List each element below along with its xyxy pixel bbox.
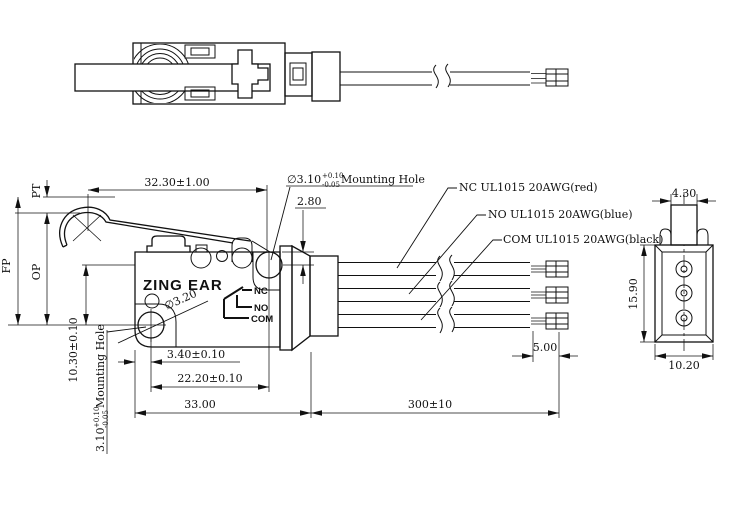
dim-end-height: 15.90	[627, 278, 640, 310]
leader-nc	[396, 187, 457, 269]
terminal-rivets-end	[675, 260, 693, 327]
dim-lever-length: 32.30±1.00	[144, 176, 209, 189]
switch-body-front	[134, 251, 281, 348]
plunger-front	[146, 235, 191, 253]
logo-dot	[144, 293, 160, 309]
wire-nc	[338, 254, 569, 282]
wire-no	[338, 280, 569, 308]
circuit-nc-label: NC	[254, 286, 268, 297]
dim-bottom-hole-label: Mounting Hole	[94, 324, 107, 408]
lever-hinge	[231, 237, 253, 262]
latch-slot-bottom	[184, 86, 216, 101]
lever-front	[59, 206, 271, 253]
connector-block	[284, 52, 313, 97]
boot-block	[309, 255, 339, 337]
circuit-no-label: NO	[254, 303, 268, 314]
dim-plunger-width: 4.30	[672, 187, 697, 200]
dim-top-hole-tol-dn: -0.05	[322, 181, 340, 189]
wire-label-com: COM UL1015 20AWG(black)	[503, 233, 663, 246]
dim-bottom-hole-tol-dn: -0.05	[102, 410, 110, 428]
actuator-cross	[231, 49, 269, 99]
body-end-inner	[661, 251, 707, 336]
dim-bottom-hole-callout: 3.10 +0.10 -0.05 Mounting Hole	[93, 324, 110, 454]
front-view: ZING EAR NC NO COM	[59, 181, 663, 352]
rivet-left	[190, 247, 212, 269]
circuit-symbol: NC NO COM	[223, 286, 273, 325]
dim-edge-offset: 2.80	[297, 195, 322, 208]
cable-top	[340, 63, 569, 89]
plunger-end	[670, 204, 698, 246]
dim-hole-x: 3.40±0.10	[167, 348, 225, 361]
dim-end-width: 10.20	[668, 359, 700, 372]
dim-terminal-length: 5.00	[533, 341, 558, 354]
rivet-right	[231, 247, 253, 269]
dim-fp: FP	[0, 258, 13, 274]
hole-boss-top	[252, 252, 280, 291]
dim-hole-span: 22.20±0.10	[177, 372, 242, 385]
dim-body-length: 33.00	[184, 398, 216, 411]
lever-hook-right	[696, 228, 709, 245]
end-view: 4.30 15.90 10.20	[627, 187, 716, 372]
rivet-center	[216, 250, 228, 262]
lever-hook-left	[659, 228, 672, 245]
brand-logo: ZING EAR	[143, 277, 223, 294]
dim-bottom-hole-dia: 3.10	[94, 428, 107, 453]
dimensions-front: 32.30±1.00 ∅3.10 +0.10 -0.05 Mounting Ho…	[0, 172, 578, 454]
wire-label-nc: NC UL1015 20AWG(red)	[459, 181, 598, 194]
dim-top-hole-label: Mounting Hole	[341, 173, 425, 186]
dim-bottom-hole-tol-up: +0.10	[93, 407, 101, 428]
body-end-outer	[654, 244, 714, 343]
dim-hole-height: 10.30±0.10	[67, 317, 80, 382]
latch-slot-top	[184, 44, 216, 59]
circuit-com-label: COM	[251, 314, 273, 325]
leader-com	[420, 239, 502, 321]
wire-label-no: NO UL1015 20AWG(blue)	[488, 208, 633, 221]
wire-com	[338, 306, 569, 334]
dim-top-hole-tol-up: +0.10	[322, 172, 343, 180]
boot-end-top	[311, 51, 341, 102]
leader-no	[408, 214, 486, 295]
dim-top-hole-dia: ∅3.10	[287, 173, 321, 186]
dim-pt: PT	[30, 183, 43, 198]
dim-wire-length: 300±10	[408, 398, 452, 411]
top-view	[74, 42, 569, 105]
dim-op: OP	[30, 263, 43, 280]
boot-taper	[291, 244, 311, 352]
crimp-terminal-top	[545, 68, 569, 87]
